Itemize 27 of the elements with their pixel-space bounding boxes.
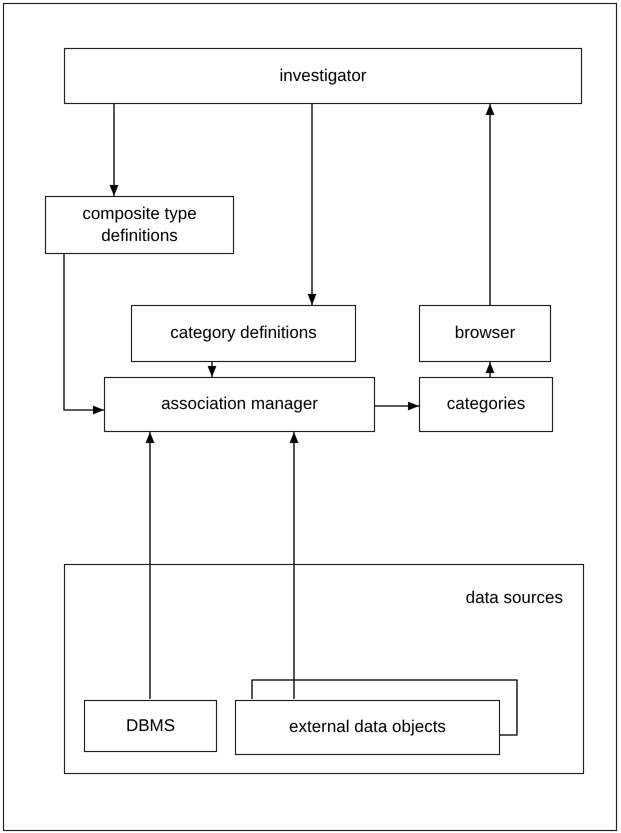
node-label: categories — [446, 393, 526, 416]
node-label: association manager — [161, 393, 318, 416]
process-box — [419, 305, 551, 362]
arrow — [486, 362, 494, 377]
group-label: data sources — [466, 587, 563, 609]
process-box — [45, 196, 234, 254]
arrow — [208, 362, 216, 377]
arrow — [375, 402, 419, 410]
node-label: investigator — [280, 64, 366, 87]
arrow — [290, 432, 298, 699]
process-box — [104, 377, 375, 432]
group-box — [64, 564, 584, 774]
process-box — [131, 305, 356, 362]
process-box — [235, 700, 500, 755]
node-label: external data objects — [289, 716, 446, 738]
process-box — [84, 700, 217, 752]
arrow — [308, 104, 316, 305]
arrow — [486, 104, 494, 305]
node-label: browser — [454, 322, 516, 344]
arrow — [63, 254, 104, 414]
process-box — [419, 377, 553, 432]
arrow — [146, 432, 154, 699]
node-label: composite type definitions — [81, 202, 198, 247]
node-label: category definitions — [170, 322, 317, 344]
node-label: DBMS — [126, 714, 176, 737]
process-box — [64, 48, 582, 104]
arrow — [110, 104, 118, 196]
